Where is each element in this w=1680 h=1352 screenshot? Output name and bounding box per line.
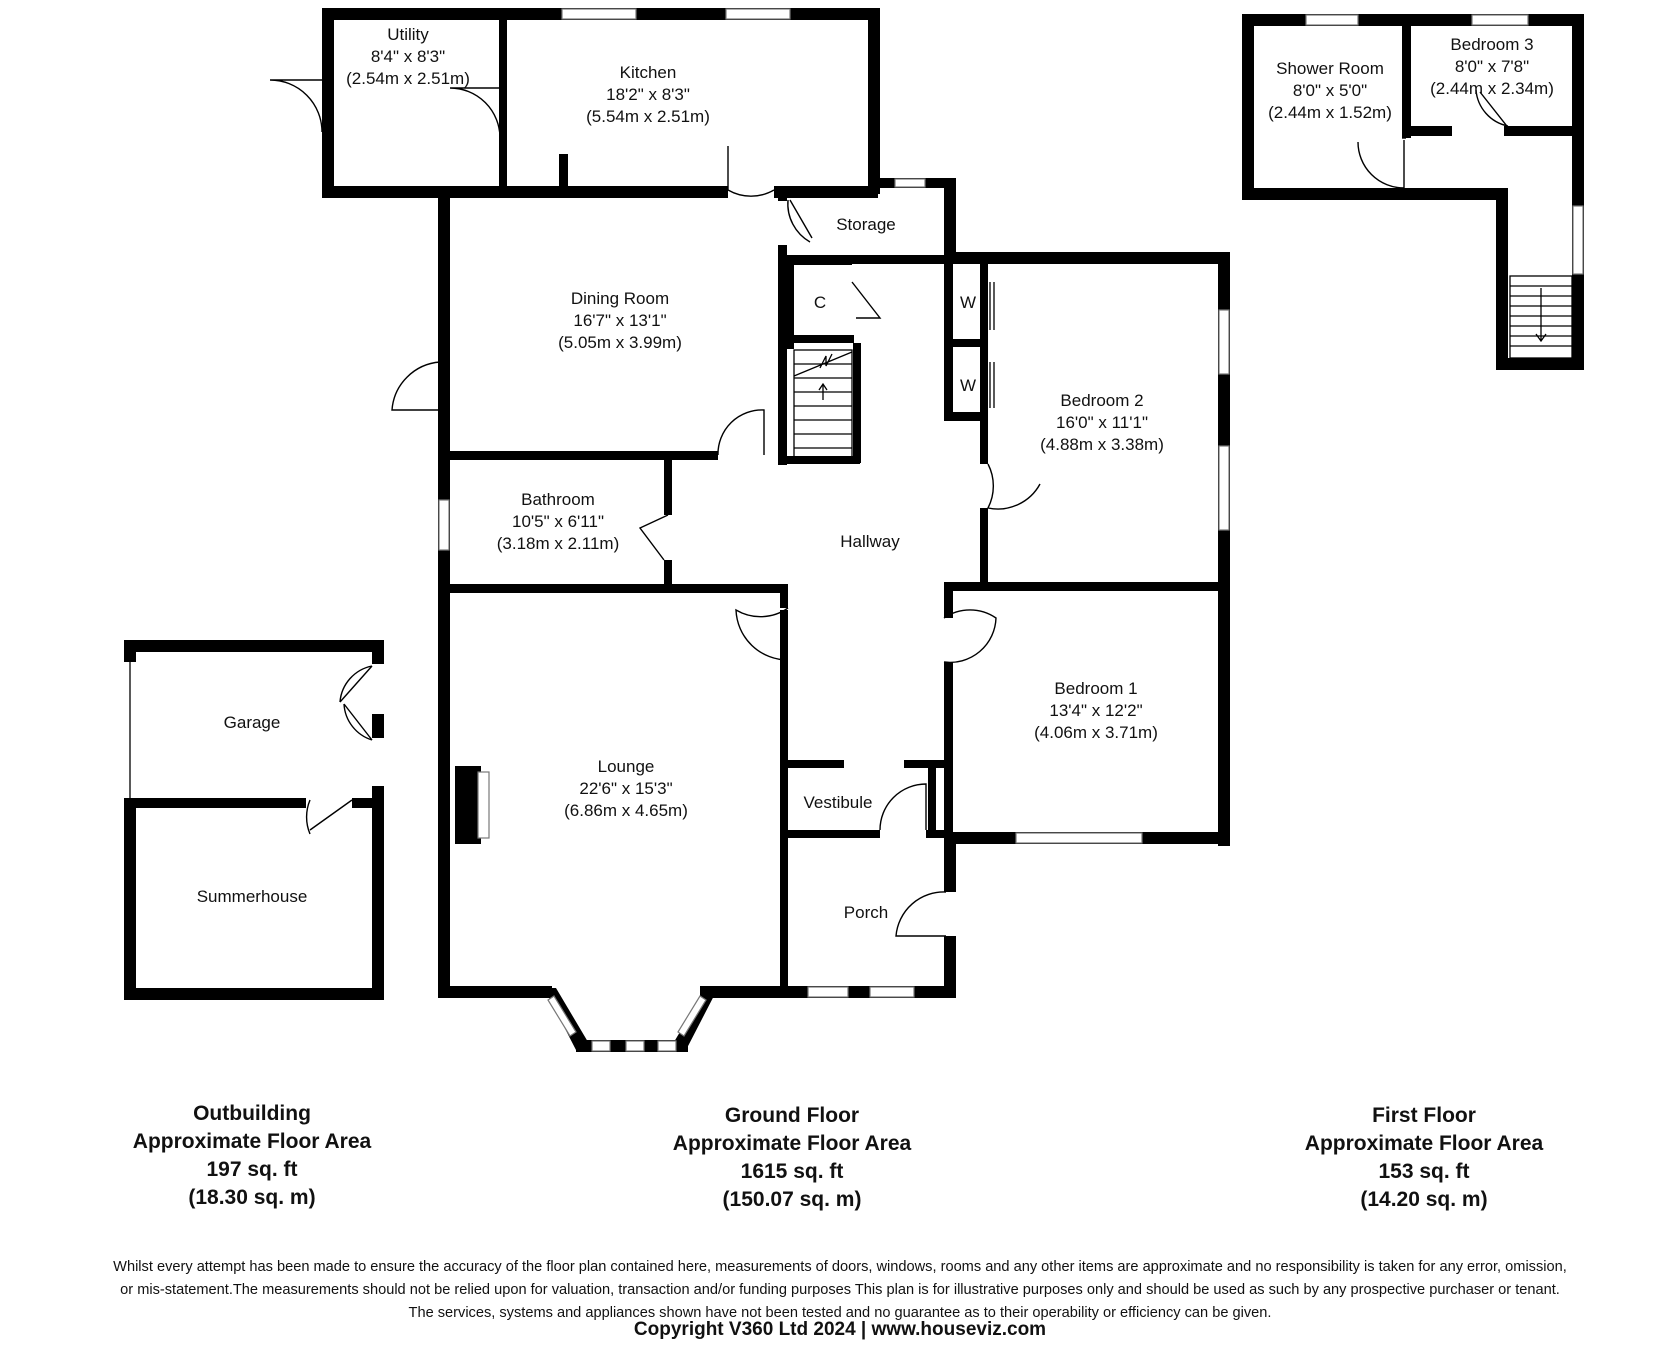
ground-floor-sqft: 1615 sq. ft [740,1160,844,1183]
room-utility-size-metric: (2.54m x 2.51m) [346,69,470,88]
disclaimer-line-3: The services, systems and appliances sho… [408,1305,1272,1321]
outbuilding-sqft: 197 sq. ft [206,1158,298,1181]
disclaimer-line-1: Whilst every attempt has been made to en… [113,1259,1567,1275]
room-bedroom3-size-imperial: 8'0" x 7'8" [1455,57,1529,76]
room-bedroom1-size-metric: (4.06m x 3.71m) [1034,723,1158,742]
room-porch-name: Porch [844,903,888,922]
room-shower-size-imperial: 8'0" x 5'0" [1293,81,1367,100]
first-floor-title: First Floor [1372,1104,1476,1127]
first-floor-sqft: 153 sq. ft [1378,1160,1470,1183]
room-dining-size-imperial: 16'7" x 13'1" [573,311,666,330]
room-bedroom3: Bedroom 3 8'0" x 7'8" (2.44m x 2.34m) [1430,35,1554,98]
outbuilding-area-summary: Outbuilding Approximate Floor Area 197 s… [82,1100,422,1212]
room-bathroom-name: Bathroom [521,490,595,509]
room-bedroom2-size-metric: (4.88m x 3.38m) [1040,435,1164,454]
room-labels: Utility 8'4" x 8'3" (2.54m x 2.51m) Kitc… [197,25,1554,922]
ground-floor-doors [269,79,1041,937]
room-shower-name: Shower Room [1276,59,1384,78]
room-utility: Utility 8'4" x 8'3" (2.54m x 2.51m) [346,25,470,88]
room-kitchen: Kitchen 18'2" x 8'3" (5.54m x 2.51m) [586,63,710,126]
outbuilding-sqm: (18.30 sq. m) [188,1186,316,1209]
room-storage-name: Storage [836,215,896,234]
room-utility-name: Utility [387,25,429,44]
room-kitchen-name: Kitchen [620,63,677,82]
ground-stairs [793,349,853,459]
room-vestibule-name: Vestibule [804,793,873,812]
ground-floor-area-summary: Ground Floor Approximate Floor Area 1615… [622,1102,962,1214]
room-wardrobe2-name: W [960,376,976,395]
room-lounge-size-imperial: 22'6" x 15'3" [579,779,672,798]
ground-floor-title: Ground Floor [724,1104,860,1127]
room-bedroom1: Bedroom 1 13'4" x 12'2" (4.06m x 3.71m) [1034,679,1158,742]
disclaimer-line-2: or mis-statement.The measurements should… [120,1282,1560,1298]
first-floor-walls [1242,14,1584,370]
room-bedroom2-size-imperial: 16'0" x 11'1" [1056,413,1148,432]
ground-floor-sqm: (150.07 sq. m) [722,1188,862,1211]
room-wardrobe1-name: W [960,293,976,312]
room-bathroom-size-metric: (3.18m x 2.11m) [497,534,620,553]
room-bedroom3-name: Bedroom 3 [1450,35,1533,54]
copyright: Copyright V360 Ltd 2024 | www.houseviz.c… [633,1319,1047,1340]
room-dining-name: Dining Room [571,289,669,308]
room-kitchen-size-imperial: 18'2" x 8'3" [606,85,690,104]
room-hallway-name: Hallway [840,532,900,551]
outbuilding-title: Outbuilding [193,1102,311,1125]
ground-floor-windows [438,8,1230,1052]
disclaimer: Whilst every attempt has been made to en… [0,1256,1680,1325]
room-garage-name: Garage [224,713,281,732]
room-summerhouse-name: Summerhouse [197,887,308,906]
room-bedroom1-size-imperial: 13'4" x 12'2" [1049,701,1142,720]
outbuilding-walls [124,640,384,1000]
room-dining-size-metric: (5.05m x 3.99m) [558,333,682,352]
room-lounge-name: Lounge [598,757,655,776]
room-dining: Dining Room 16'7" x 13'1" (5.05m x 3.99m… [558,289,682,352]
room-bathroom: Bathroom 10'5" x 6'11" (3.18m x 2.11m) [497,490,620,553]
room-shower-size-metric: (2.44m x 1.52m) [1268,103,1392,122]
first-floor-area-summary: First Floor Approximate Floor Area 153 s… [1254,1102,1594,1214]
room-shower: Shower Room 8'0" x 5'0" (2.44m x 1.52m) [1268,59,1392,122]
first-floor-sqm: (14.20 sq. m) [1360,1188,1488,1211]
room-utility-size-imperial: 8'4" x 8'3" [371,47,445,66]
room-kitchen-size-metric: (5.54m x 2.51m) [586,107,710,126]
first-floor-subtitle: Approximate Floor Area [1304,1132,1544,1155]
room-bedroom2-name: Bedroom 2 [1060,391,1143,410]
room-lounge: Lounge 22'6" x 15'3" (6.86m x 4.65m) [564,757,688,820]
room-lounge-size-metric: (6.86m x 4.65m) [564,801,688,820]
outbuilding-subtitle: Approximate Floor Area [132,1130,372,1153]
ground-floor-walls [322,8,1230,1052]
room-bedroom1-name: Bedroom 1 [1054,679,1137,698]
ground-floor-subtitle: Approximate Floor Area [672,1132,912,1155]
room-bedroom3-size-metric: (2.44m x 2.34m) [1430,79,1554,98]
room-cupboard-name: C [814,293,826,312]
room-bathroom-size-imperial: 10'5" x 6'11" [512,512,604,531]
room-bedroom2: Bedroom 2 16'0" x 11'1" (4.88m x 3.38m) [1040,391,1164,454]
